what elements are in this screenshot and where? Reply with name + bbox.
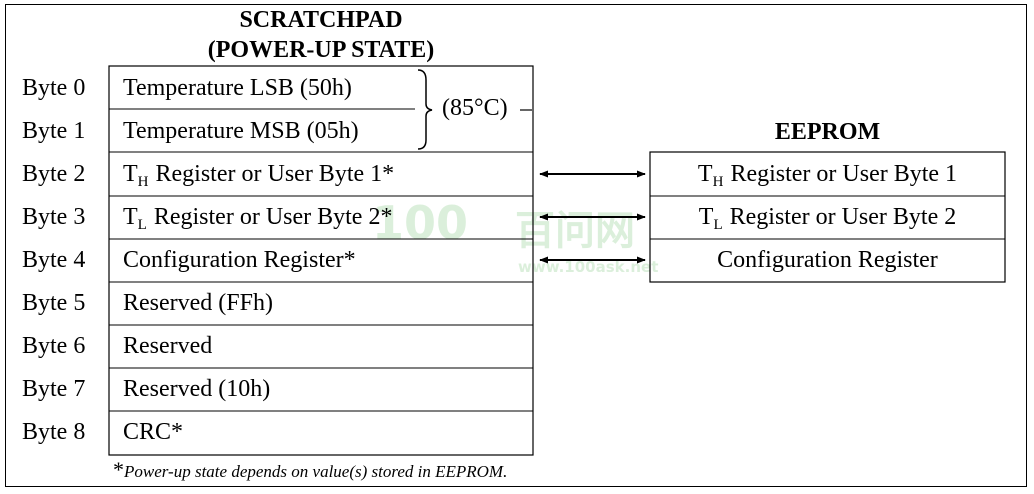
footnote-star: *	[113, 457, 124, 482]
scratchpad-cell: Reserved (10h)	[110, 368, 270, 410]
scratchpad-cell-text: CRC*	[123, 419, 184, 445]
scratchpad-cell: TL Register or User Byte 2*	[110, 196, 392, 238]
scratchpad-cell: Temperature LSB (50h)	[110, 67, 352, 109]
eeprom-box	[649, 151, 1006, 283]
scratchpad-cell-text: Configuration Register*	[123, 247, 356, 273]
byte-label: Byte 7	[22, 376, 86, 402]
footnote: *Power-up state depends on value(s) stor…	[113, 457, 507, 483]
scratchpad-cell-text: Register or User Byte 1*	[149, 161, 395, 187]
eeprom-cell: TL Register or User Byte 2	[650, 196, 1005, 238]
register-symbol: T	[123, 161, 138, 187]
scratchpad-cell: CRC*	[110, 411, 183, 453]
eeprom-cell: TH Register or User Byte 1	[650, 153, 1005, 195]
scratchpad-title-line1: SCRATCHPAD	[239, 7, 403, 33]
footnote-text: Power-up state depends on value(s) store…	[124, 462, 508, 481]
scratchpad-cell: Reserved	[110, 325, 212, 367]
scratchpad-cell-text: Temperature LSB (50h)	[123, 75, 352, 101]
eeprom-cell-text: Configuration Register	[717, 247, 938, 273]
scratchpad-cell: Configuration Register*	[110, 239, 356, 281]
eeprom-title: EEPROM	[774, 119, 881, 145]
byte-label: Byte 4	[22, 247, 86, 273]
scratchpad-cell: Reserved (FFh)	[110, 282, 273, 324]
eeprom-cell: Configuration Register	[650, 239, 1005, 281]
byte-label: Byte 5	[22, 290, 86, 316]
byte-label: Byte 0	[22, 75, 86, 101]
scratchpad-cell: Temperature MSB (05h)	[110, 110, 359, 152]
temperature-brace-label: (85°C)	[442, 95, 508, 121]
diagram-frame	[5, 4, 1027, 487]
byte-label: Byte 8	[22, 419, 86, 445]
scratchpad-title-line2: (POWER-UP STATE)	[207, 37, 435, 63]
register-subscript: L	[137, 217, 147, 233]
register-subscript: L	[713, 217, 723, 233]
byte-label: Byte 2	[22, 161, 86, 187]
scratchpad-box	[108, 65, 534, 456]
scratchpad-cell-text: Reserved (FFh)	[123, 290, 273, 316]
register-symbol: T	[123, 204, 138, 230]
register-symbol: T	[697, 161, 713, 187]
register-subscript: H	[712, 174, 724, 190]
scratchpad-cell-text: Temperature MSB (05h)	[123, 118, 359, 144]
byte-label: Byte 3	[22, 204, 86, 230]
eeprom-cell-text: Register or User Byte 2	[723, 204, 957, 230]
scratchpad-cell-text: Reserved (10h)	[123, 376, 271, 402]
byte-label: Byte 1	[22, 118, 86, 144]
scratchpad-cell-text: Register or User Byte 2*	[147, 204, 393, 230]
byte-label: Byte 6	[22, 333, 86, 359]
temperature-brace	[417, 69, 433, 150]
watermark-logo: 100	[372, 196, 469, 250]
register-symbol: T	[698, 204, 714, 230]
register-subscript: H	[137, 174, 149, 190]
scratchpad-cell-text: Reserved	[123, 333, 213, 359]
scratchpad-cell: TH Register or User Byte 1*	[110, 153, 394, 195]
eeprom-cell-text: Register or User Byte 1	[724, 161, 958, 187]
